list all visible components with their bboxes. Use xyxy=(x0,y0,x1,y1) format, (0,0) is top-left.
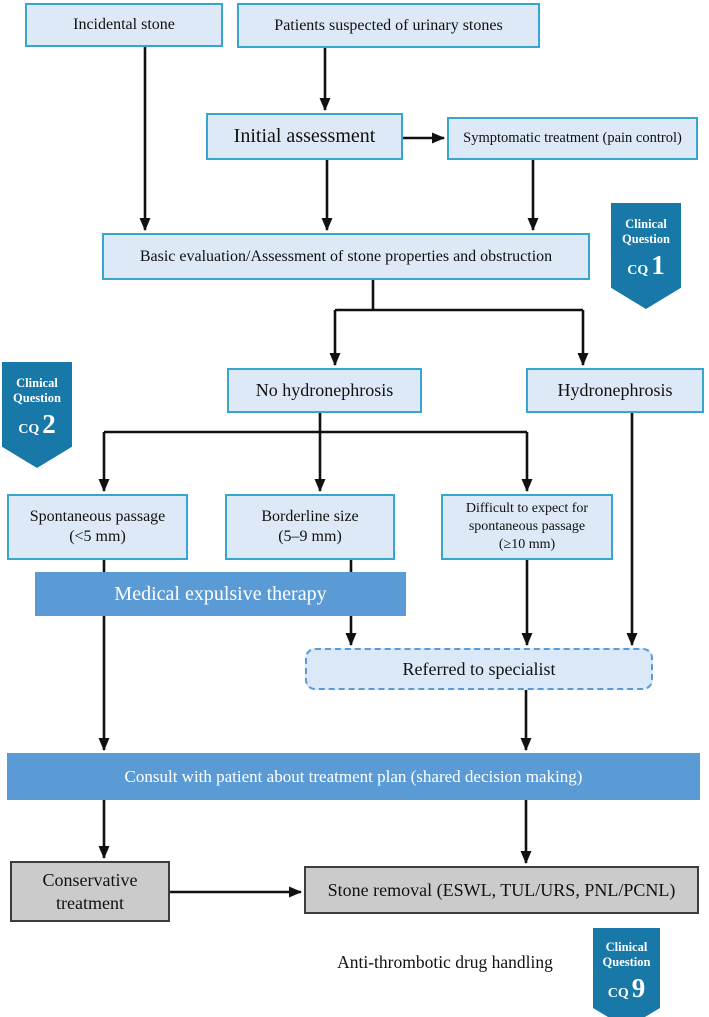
badge-cq-number: 9 xyxy=(631,972,646,1003)
node-label: Basic evaluation/Assessment of stone pro… xyxy=(139,247,553,265)
badge-word-clinical: Clinical xyxy=(605,940,648,954)
badge-word-clinical: Clinical xyxy=(625,217,667,231)
node-label: Anti-thrombotic drug handling xyxy=(337,952,553,973)
node-no-hydronephrosis: No hydronephrosis xyxy=(227,368,422,413)
node-label-line2: spontaneous passage xyxy=(468,518,586,534)
badge-cq-label: CQ xyxy=(607,985,629,1001)
node-patients-suspected: Patients suspected of urinary stones xyxy=(237,3,540,48)
node-borderline-size: Borderline size (5–9 mm) xyxy=(225,494,395,560)
node-label-line3: (≥10 mm) xyxy=(498,537,556,553)
node-referred-to-specialist: Referred to specialist xyxy=(305,648,653,690)
node-label-line1: Difficult to expect for xyxy=(465,500,589,516)
badge-cq-label: CQ xyxy=(18,421,40,437)
node-label-line1: Borderline size xyxy=(261,508,359,525)
node-symptomatic-treatment: Symptomatic treatment (pain control) xyxy=(447,117,698,160)
badge-cq-number: 2 xyxy=(42,408,56,439)
node-label: Hydronephrosis xyxy=(557,380,673,401)
node-basic-evaluation: Basic evaluation/Assessment of stone pro… xyxy=(102,233,590,280)
node-hydronephrosis: Hydronephrosis xyxy=(526,368,704,413)
node-label: Medical expulsive therapy xyxy=(114,582,327,605)
badge-cq-row: CQ 1 xyxy=(627,249,665,280)
node-incidental-stone: Incidental stone xyxy=(25,3,223,47)
cq1-badge: Clinical Question CQ 1 xyxy=(611,203,681,309)
node-difficult-passage: Difficult to expect for spontaneous pass… xyxy=(441,494,613,560)
node-label: Initial assessment xyxy=(233,125,376,147)
node-label-line2: treatment xyxy=(56,892,124,913)
cq9-badge: Clinical Question CQ 9 xyxy=(593,928,660,1017)
node-label: Symptomatic treatment (pain control) xyxy=(463,130,682,147)
badge-cq-row: CQ 9 xyxy=(607,972,646,1003)
node-label: Incidental stone xyxy=(73,16,175,33)
node-label-line2: (<5 mm) xyxy=(69,528,126,545)
node-medical-expulsive-therapy: Medical expulsive therapy xyxy=(35,572,406,616)
badge-word-question: Question xyxy=(13,391,61,406)
node-label-line1: Spontaneous passage xyxy=(29,508,166,525)
node-label-line2: (5–9 mm) xyxy=(278,528,342,545)
node-label: Stone removal (ESWL, TUL/URS, PNL/PCNL) xyxy=(327,879,676,900)
node-label: Patients suspected of urinary stones xyxy=(274,16,503,34)
badge-word-question: Question xyxy=(602,955,651,970)
node-stone-removal: Stone removal (ESWL, TUL/URS, PNL/PCNL) xyxy=(304,866,699,914)
badge-word-question: Question xyxy=(622,232,670,247)
label-anti-thrombotic: Anti-thrombotic drug handling xyxy=(315,948,575,978)
node-consult-with-patient: Consult with patient about treatment pla… xyxy=(7,753,700,800)
node-conservative-treatment: Conservative treatment xyxy=(10,861,170,922)
node-initial-assessment: Initial assessment xyxy=(206,113,403,160)
badge-word-clinical: Clinical xyxy=(16,376,58,390)
node-label: Referred to specialist xyxy=(402,658,556,679)
badge-cq-number: 1 xyxy=(651,249,665,280)
node-label-line1: Conservative xyxy=(42,870,138,890)
badge-cq-row: CQ 2 xyxy=(18,408,56,439)
node-label: No hydronephrosis xyxy=(255,380,394,401)
cq2-badge: Clinical Question CQ 2 xyxy=(2,362,72,468)
node-label: Consult with patient about treatment pla… xyxy=(124,766,583,786)
badge-cq-label: CQ xyxy=(627,262,649,278)
node-spontaneous-passage: Spontaneous passage (<5 mm) xyxy=(7,494,188,560)
